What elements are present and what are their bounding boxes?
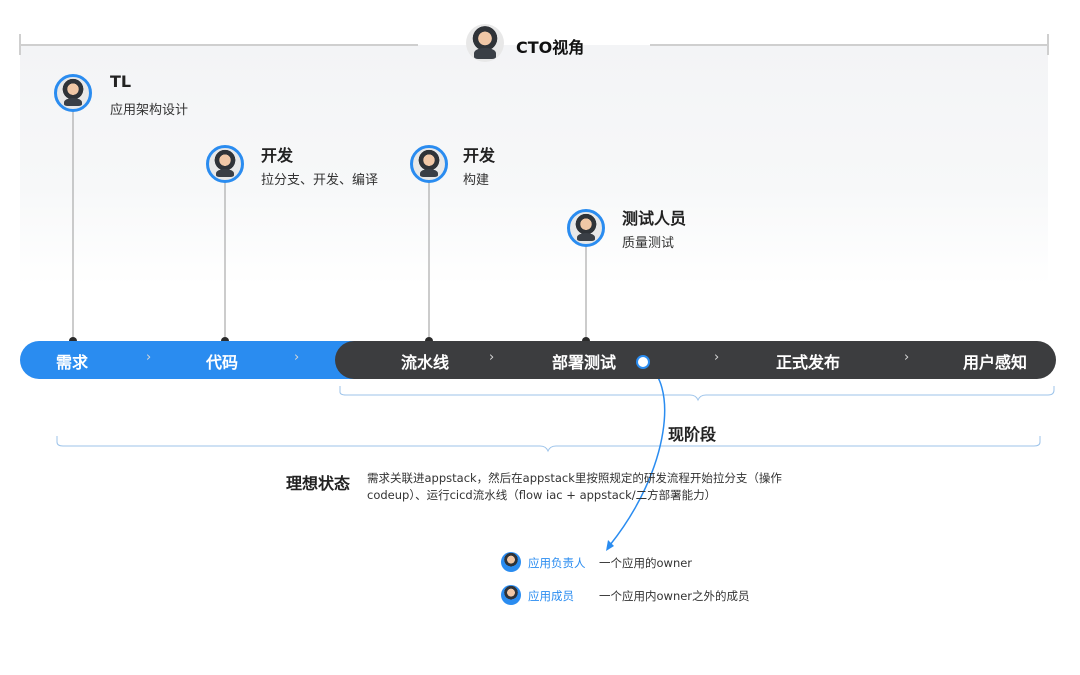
chevron-right-icon: › xyxy=(146,350,152,365)
stage-deploy-test: 部署测试 xyxy=(552,353,617,372)
owner-avatar-icon xyxy=(501,552,521,572)
legend-owner-name: 应用负责人 xyxy=(528,556,586,570)
legend-member-name: 应用成员 xyxy=(528,589,574,603)
stage-release: 正式发布 xyxy=(776,353,841,372)
stage-pipeline: 流水线 xyxy=(401,353,450,372)
role-title-tl: TL xyxy=(110,72,132,91)
ideal-state-label: 理想状态 xyxy=(286,474,351,493)
member-avatar-icon xyxy=(501,585,521,605)
role-desc-tl: 应用架构设计 xyxy=(110,103,189,118)
stage-code: 代码 xyxy=(206,353,239,372)
chevron-right-icon: › xyxy=(294,350,300,365)
arrow-head xyxy=(606,540,614,551)
chevron-right-icon: › xyxy=(714,350,720,365)
dev2-avatar xyxy=(410,145,448,183)
dev1-avatar xyxy=(206,145,244,183)
chevron-right-icon: › xyxy=(489,350,495,365)
pipeline-bar-dark xyxy=(335,341,1056,379)
role-title-tester: 测试人员 xyxy=(622,209,687,228)
tester-avatar xyxy=(567,209,605,247)
cto-title: CTO视角 xyxy=(516,38,585,57)
pipeline-bar-blue xyxy=(20,341,365,379)
role-title-dev2: 开发 xyxy=(463,146,496,165)
stage-requirement: 需求 xyxy=(56,353,89,372)
cto-avatar xyxy=(466,24,504,62)
ideal-state-text: 需求关联进appstack，然后在appstack里按照规定的研发流程开始拉分支… xyxy=(367,471,782,502)
stage-user-perception: 用户感知 xyxy=(963,353,1028,372)
chevron-right-icon: › xyxy=(904,350,910,365)
legend-owner-desc: 一个应用的owner xyxy=(599,556,693,570)
role-desc-dev2: 构建 xyxy=(463,173,490,188)
legend-member-desc: 一个应用内owner之外的成员 xyxy=(599,589,750,603)
deploy-test-node-icon xyxy=(636,355,650,369)
role-desc-dev1: 拉分支、开发、编译 xyxy=(261,173,379,188)
role-title-dev1: 开发 xyxy=(261,146,294,165)
ideal-brace xyxy=(56,436,1041,453)
background-fade xyxy=(20,45,1048,285)
tl-avatar xyxy=(54,74,92,112)
current-phase-brace xyxy=(339,386,1055,402)
arrow-path xyxy=(609,361,666,546)
current-phase-label: 现阶段 xyxy=(668,425,717,444)
role-desc-tester: 质量测试 xyxy=(622,236,675,251)
